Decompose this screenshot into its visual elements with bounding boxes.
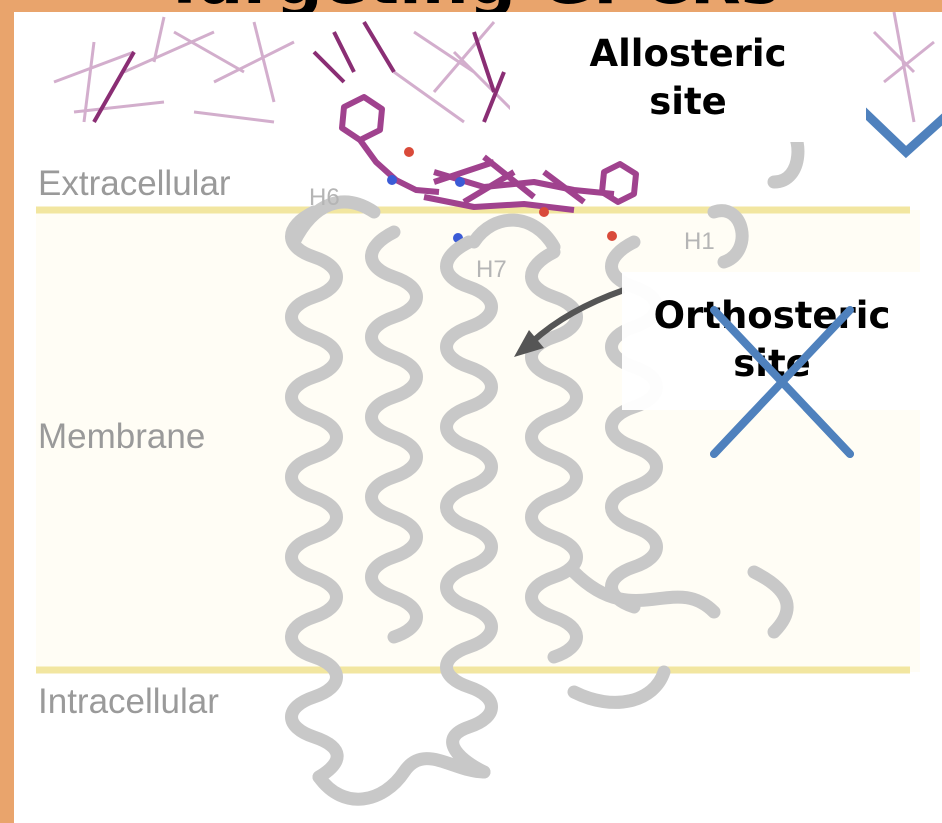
helix-label-h1: H1 [684, 228, 715, 256]
allosteric-site-line2: site [510, 78, 866, 126]
allosteric-site-label: Allosteric site [510, 12, 866, 142]
extracellular-label: Extracellular [38, 164, 231, 204]
orthosteric-site-line1: Orthosteric [622, 292, 922, 340]
membrane-label: Membrane [38, 417, 205, 457]
intracellular-label: Intracellular [38, 682, 219, 722]
orthosteric-site-line2: site [622, 340, 922, 388]
orthosteric-site-label: Orthosteric site [622, 272, 922, 410]
allosteric-site-line1: Allosteric [510, 30, 866, 78]
helix-label-h6: H6 [309, 184, 340, 212]
gpcr-figure-panel: Extracellular Membrane Intracellular H6 … [14, 12, 942, 823]
helix-label-h7: H7 [476, 256, 507, 284]
allosteric-check-icon [859, 107, 942, 152]
